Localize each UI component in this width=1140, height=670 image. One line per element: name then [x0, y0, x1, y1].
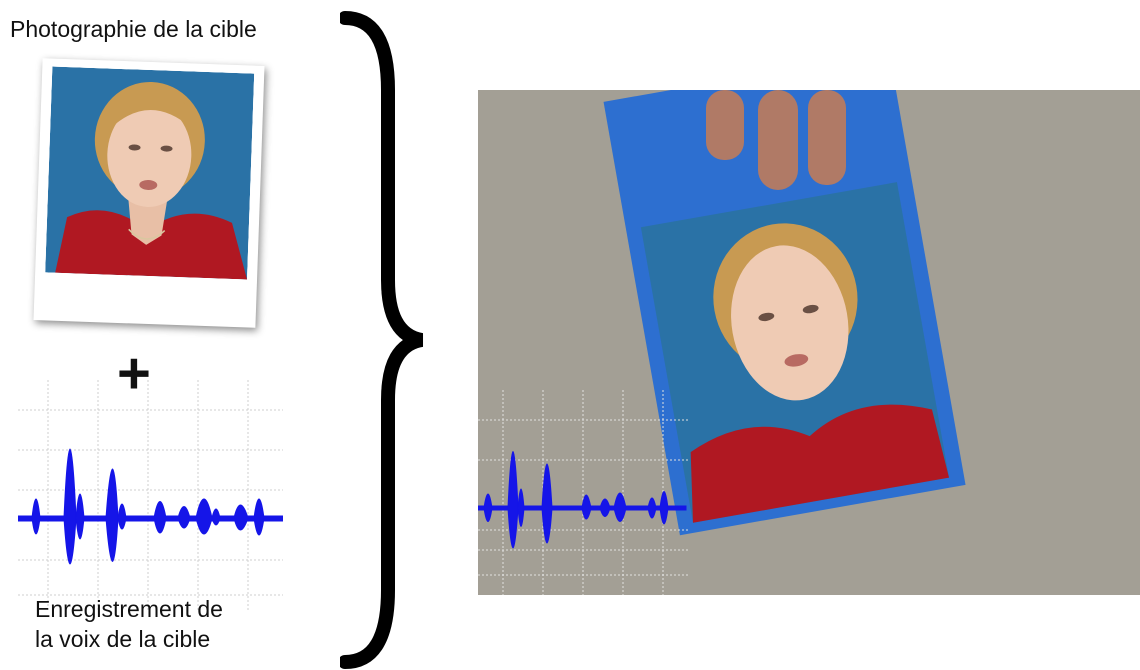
target-face-image: [45, 67, 254, 280]
voice-recording-label: Enregistrement de la voix de la cible: [35, 594, 223, 654]
voice-label-line2: la voix de la cible: [35, 624, 223, 654]
voice-waveform-chart: [18, 380, 283, 610]
voice-label-line1: Enregistrement de: [35, 594, 223, 624]
target-photo-label: Photographie de la cible: [10, 14, 257, 44]
curly-brace-icon: [340, 10, 430, 670]
target-polaroid-photo: [33, 58, 264, 328]
scene-photo: [478, 90, 1140, 595]
